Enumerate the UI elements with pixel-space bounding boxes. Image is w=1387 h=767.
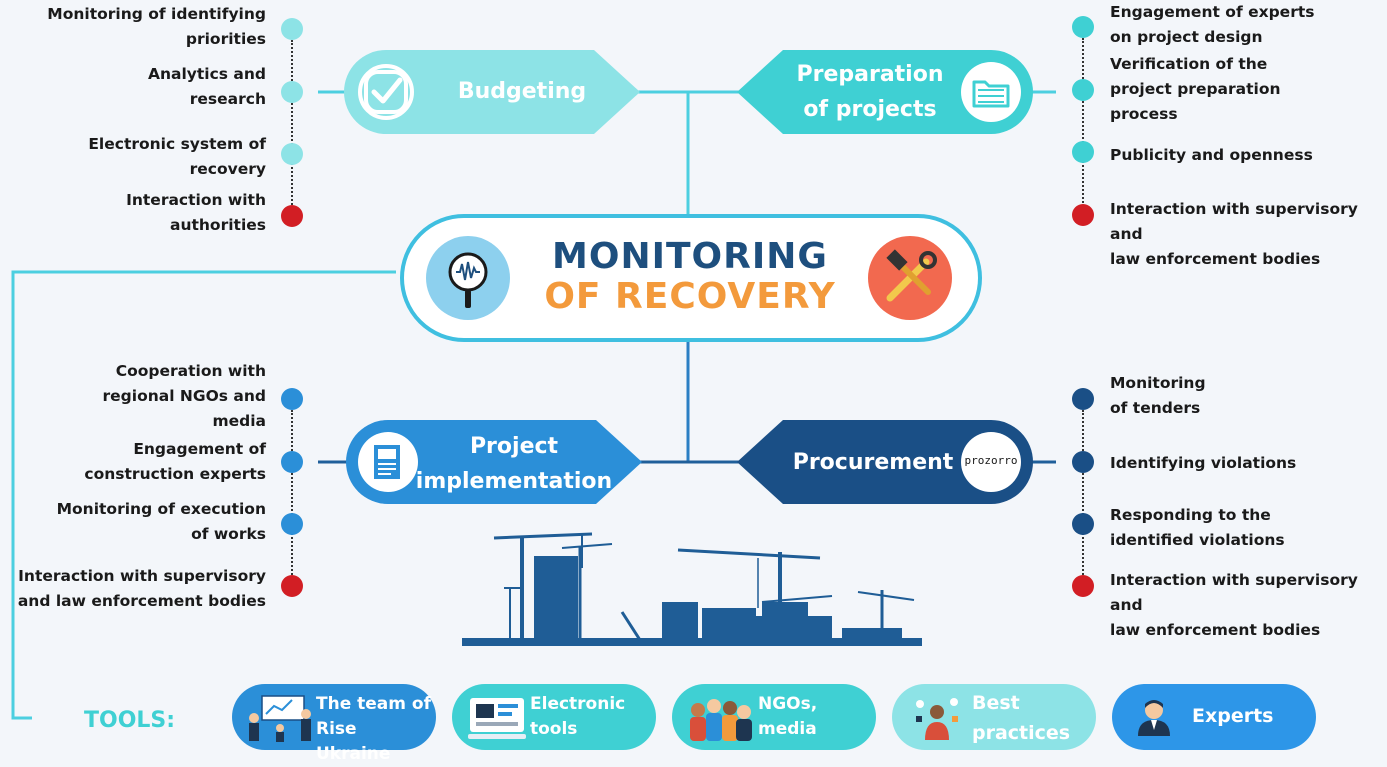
budgeting-label: Budgeting xyxy=(457,79,587,104)
preparation-dot-1 xyxy=(1072,16,1094,38)
checkmark-icon xyxy=(364,70,408,114)
implementation-dot-3 xyxy=(281,513,303,535)
tools-bracket-line xyxy=(11,270,396,720)
tool-experts: Experts xyxy=(1112,684,1316,750)
procurement-dot-2 xyxy=(1072,451,1094,473)
folder-icon xyxy=(972,80,1010,108)
tool-3-label: NGOs,media xyxy=(758,694,818,739)
tool-5-label: Experts xyxy=(1192,705,1274,727)
budgeting-pill xyxy=(344,50,640,134)
preparation-dot-3 xyxy=(1072,141,1094,163)
budgeting-dot-3 xyxy=(281,143,303,165)
procurement-dot-4 xyxy=(1072,575,1094,597)
procurement-dot-3 xyxy=(1072,513,1094,535)
preparation-label-line2: of projects xyxy=(803,97,937,122)
procurement-label: Procurement xyxy=(792,450,954,475)
preparation-item-3: Publicity and openness xyxy=(1110,146,1313,164)
magnifier-icon xyxy=(426,236,510,320)
expert-icon xyxy=(1138,700,1170,736)
document-icon xyxy=(374,445,400,479)
procurement-dot-1 xyxy=(1072,388,1094,410)
implementation-dot-1 xyxy=(281,388,303,410)
budgeting-dot-1 xyxy=(281,18,303,40)
implementation-dotted-line xyxy=(291,410,293,586)
procurement-item-2: Identifying violations xyxy=(1110,454,1297,472)
person-ideas-icon xyxy=(916,698,958,740)
construction-skyline-illustration xyxy=(462,532,922,646)
implementation-label-line2: implementation xyxy=(415,469,613,494)
implementation-label-line1: Project xyxy=(469,434,559,459)
procurement-dotted-line xyxy=(1082,410,1084,586)
center-title-line1: MONITORING xyxy=(552,236,828,277)
budgeting-dot-4 xyxy=(281,205,303,227)
procurement-pill xyxy=(737,420,1033,504)
computer-icon xyxy=(468,698,526,739)
tool-ngos-media: NGOs,media xyxy=(672,684,876,750)
preparation-dot-4 xyxy=(1072,204,1094,226)
preparation-dot-2 xyxy=(1072,79,1094,101)
preparation-label-line1: Preparation xyxy=(796,62,944,87)
budgeting-dotted-line xyxy=(291,40,293,216)
budgeting-dot-2 xyxy=(281,81,303,103)
preparation-dotted-line xyxy=(1082,38,1084,214)
implementation-dot-4 xyxy=(281,575,303,597)
tools-repair-icon xyxy=(868,236,952,320)
implementation-dot-2 xyxy=(281,451,303,473)
tools-title: TOOLS: xyxy=(84,708,176,733)
prozorro-logo: prozorro xyxy=(964,454,1018,467)
people-icon xyxy=(690,699,752,741)
team-icon xyxy=(249,695,311,742)
center-title-line2: OF RECOVERY xyxy=(544,276,836,317)
